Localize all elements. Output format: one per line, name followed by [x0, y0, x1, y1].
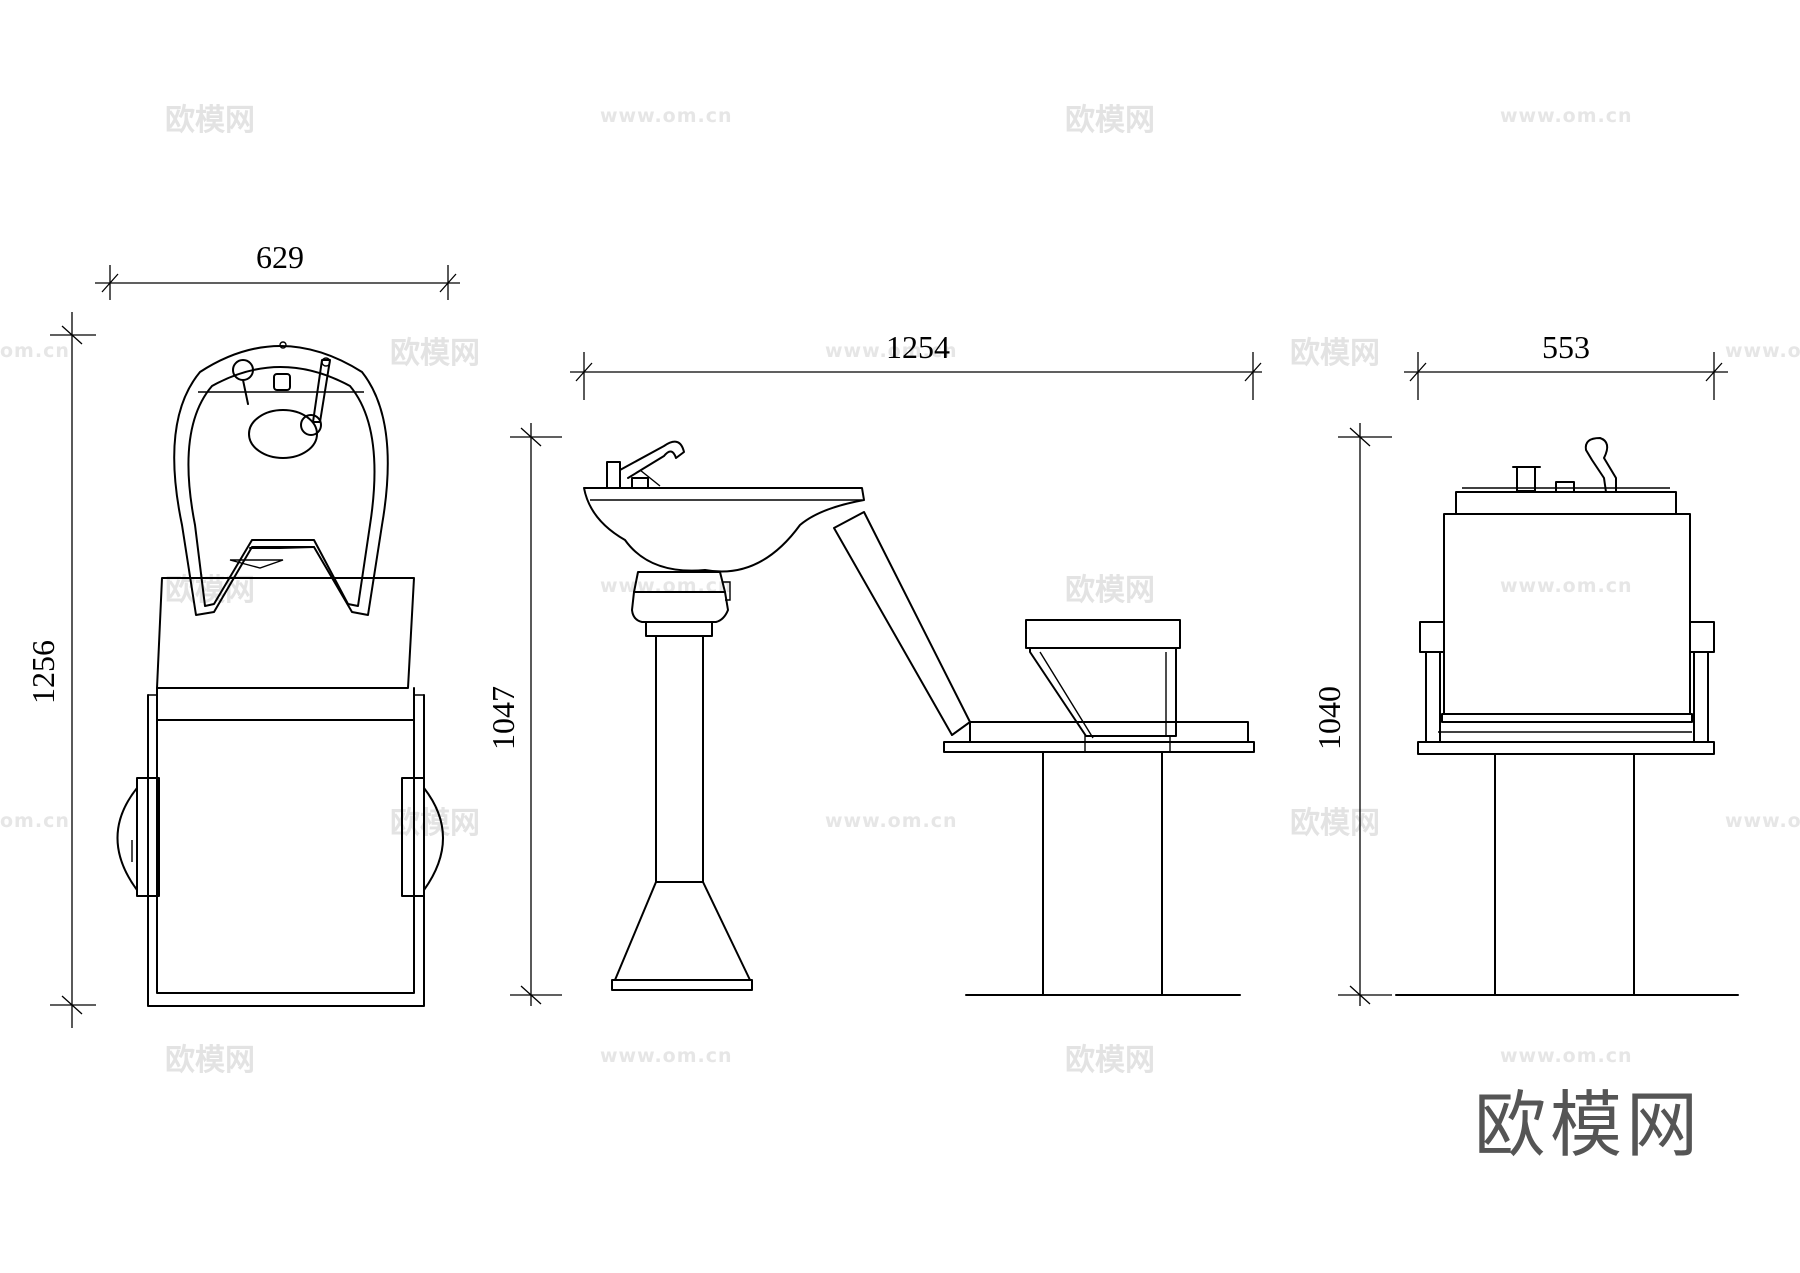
- dimension-label: 1254: [886, 329, 950, 365]
- watermark-brand: 欧模网: [1065, 103, 1155, 138]
- dimension-side-width: 1254: [570, 329, 1262, 400]
- watermark-brand: 欧模网: [390, 336, 480, 371]
- dimension-label: 1256: [25, 640, 61, 704]
- watermark-url: www.om.cn: [825, 340, 958, 362]
- watermark-layer: 欧模网 www.om.cn 欧模网 www.om.cn om.cn 欧模网 ww…: [0, 103, 1800, 1078]
- top-view: 629 1256: [25, 239, 460, 1028]
- watermark-url: www.om.cn: [1500, 575, 1633, 597]
- watermark-url: www.om.cn: [600, 575, 733, 597]
- dimension-label: 553: [1542, 329, 1590, 365]
- watermark-brand: 欧模网: [165, 1043, 255, 1078]
- side-view: 1254 1047: [485, 329, 1262, 1006]
- watermark-brand: 欧模网: [1290, 336, 1380, 371]
- watermark-url: www.om.cn: [825, 810, 958, 832]
- watermark-brand: 欧模网: [390, 806, 480, 841]
- watermark-brand: 欧模网: [1065, 573, 1155, 608]
- watermark-url: www.om.cn: [1725, 340, 1800, 362]
- brand-logo: 欧模网: [1474, 1083, 1702, 1167]
- dimension-front-width: 553: [1404, 329, 1728, 400]
- front-view: 553 1040: [1311, 329, 1739, 1006]
- watermark-url: www.om.cn: [1500, 105, 1633, 127]
- watermark-url: www.om.cn: [600, 105, 733, 127]
- watermark-brand: 欧模网: [1290, 806, 1380, 841]
- watermark-brand: 欧模网: [1065, 1043, 1155, 1078]
- dimension-label: 1040: [1311, 686, 1347, 750]
- watermark-brand: 欧模网: [165, 103, 255, 138]
- watermark-url: www.om.cn: [1500, 1045, 1633, 1067]
- dimension-side-height: 1047: [485, 423, 562, 1006]
- watermark-url: www.om.cn: [600, 1045, 733, 1067]
- dimension-top-width: 629: [95, 239, 460, 300]
- dimension-front-height: 1040: [1311, 423, 1392, 1006]
- dimension-top-height: 1256: [25, 312, 96, 1028]
- watermark-url-partial: om.cn: [0, 810, 70, 832]
- dimension-label: 629: [256, 239, 304, 275]
- watermark-url: www.om.cn: [1725, 810, 1800, 832]
- watermark-url-partial: om.cn: [0, 340, 70, 362]
- dimension-label: 1047: [485, 686, 521, 750]
